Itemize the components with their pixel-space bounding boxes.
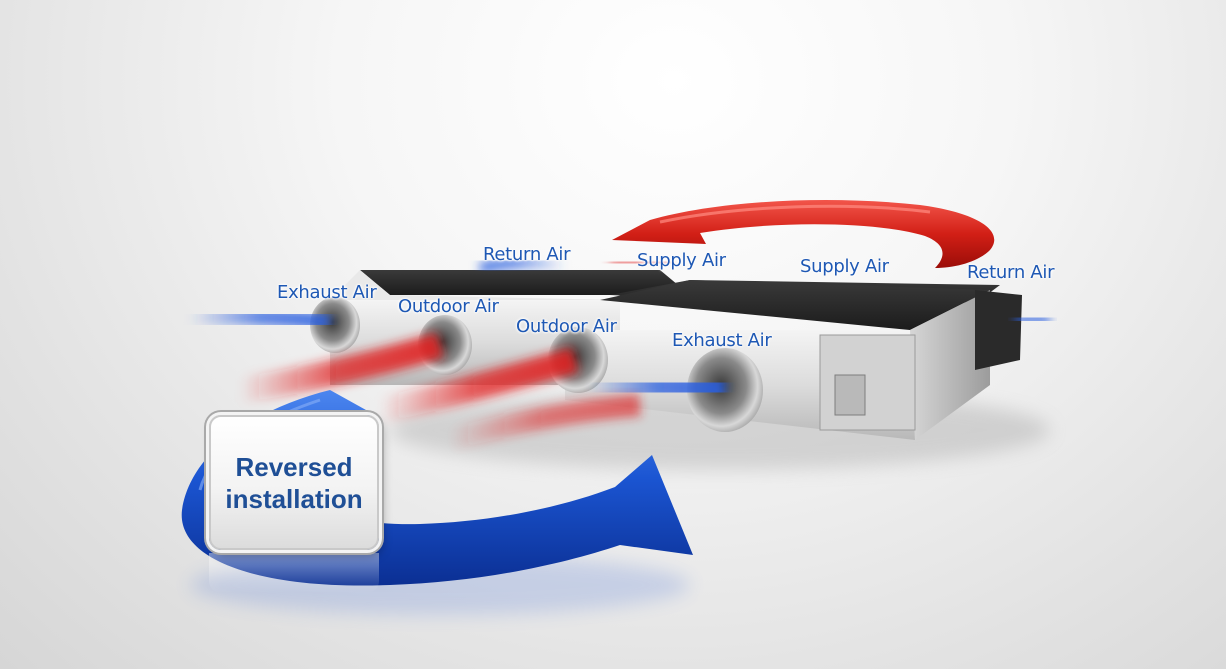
unit1-front-edge [330,270,620,300]
red-circulation-arrow [612,200,995,268]
unit2-control-box [819,334,916,431]
badge-text: Reversed installation [225,451,363,514]
label-exhaust-air-unit2: Exhaust Air [672,330,772,351]
label-exhaust-air-unit1: Exhaust Air [277,282,377,303]
ventilation-unit-2 [548,280,1022,440]
label-supply-air-right: Supply Air [800,256,889,277]
unit1-exhaust-duct [310,297,360,353]
label-return-air-unit1: Return Air [483,244,571,265]
reversed-installation-badge: Reversed installation [209,415,379,550]
return-air-stream-1 [479,258,566,273]
label-outdoor-air-unit2: Outdoor Air [516,316,617,337]
outdoor-air-stream-2 [377,347,579,423]
label-return-air-unit2: Return Air [967,262,1055,283]
unit2-top-main [600,280,990,330]
unit2-bracket [834,374,866,416]
red-stream-lower [446,394,641,451]
supply-air-stream [609,257,671,268]
label-supply-air-left: Supply Air [637,250,726,271]
outdoor-air-stream-1 [238,332,444,403]
return-air-stream-2 [1014,313,1051,325]
unit2-rear-panel [975,290,1022,370]
red-arrow-highlight [659,204,931,224]
unit1-top [360,270,690,295]
exhaust-air-stream-1 [189,308,331,330]
label-outdoor-air-unit1: Outdoor Air [398,296,499,317]
exhaust-air-stream-2 [589,372,726,403]
badge-reflection [209,553,379,593]
unit2-side [910,290,990,440]
